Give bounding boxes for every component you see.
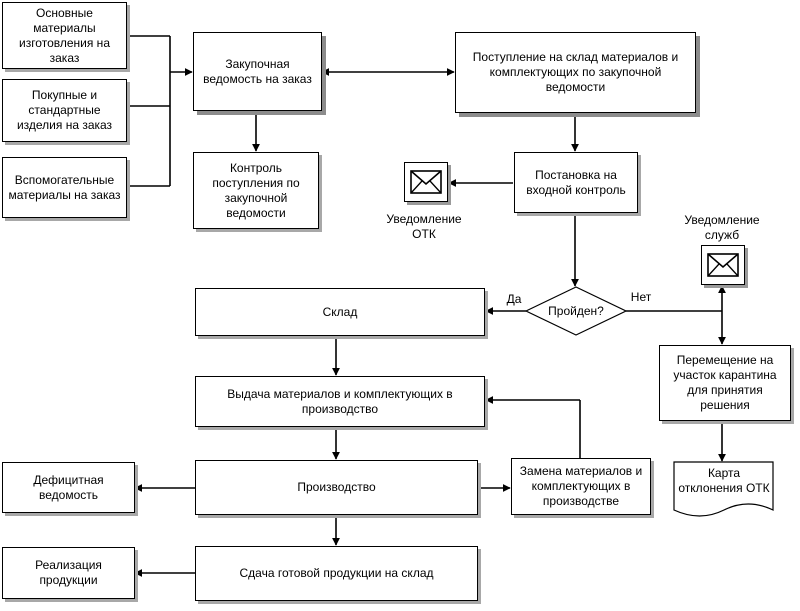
notify-otk-label: Уведомление ОТК	[386, 212, 462, 241]
node-incoming-control: Постановка на входной контроль	[514, 152, 638, 213]
node-materials-main: Основные материалы изготовления на заказ	[2, 2, 127, 69]
notify-services-label: Уведомление служб	[684, 213, 760, 242]
node-deficit-statement: Дефицитная ведомость	[2, 462, 135, 513]
node-material-replacement: Замена материалов и комплектующих в прои…	[511, 458, 651, 515]
node-rejection-card: Карта отклонения ОТК	[678, 466, 770, 495]
node-warehouse: Склад	[195, 288, 485, 336]
node-purchased-items: Покупные и стандартные изделия на заказ	[2, 79, 127, 142]
rejection-card-shape	[673, 461, 774, 517]
node-quarantine: Перемещение на участок карантина для при…	[659, 345, 791, 421]
node-control-receipt: Контроль поступления по закупочной ведом…	[193, 152, 319, 229]
node-warehouse-receipt: Поступление на склад материалов и компле…	[455, 32, 696, 113]
services-envelope-icon	[701, 245, 745, 285]
branch-yes-label: Да	[506, 292, 522, 306]
otk-envelope-icon	[404, 162, 448, 202]
node-auxiliary-materials: Вспомогательные материалы на заказ	[2, 157, 127, 218]
node-purchase-statement: Закупочная ведомость на заказ	[193, 32, 322, 111]
node-product-sales: Реализация продукции	[2, 547, 135, 599]
node-issue-to-production: Выдача материалов и комплектующих в прои…	[195, 376, 485, 427]
node-delivery-to-warehouse: Сдача готовой продукции на склад	[195, 546, 478, 601]
node-production: Производство	[195, 460, 478, 515]
branch-no-label: Нет	[630, 290, 652, 304]
decision-passed-shape	[524, 286, 628, 336]
decision-passed-label: Пройден?	[548, 304, 604, 318]
